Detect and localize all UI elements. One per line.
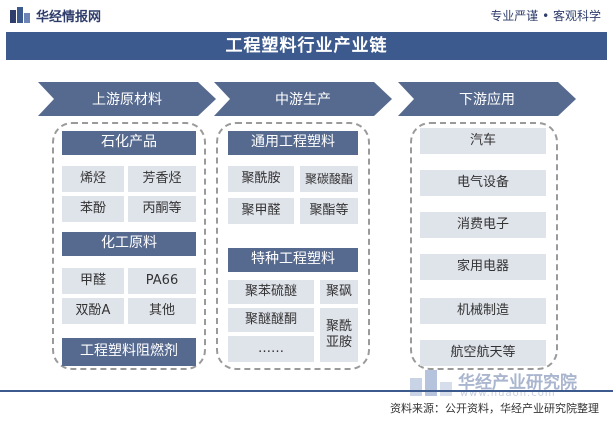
item-peek: 聚醚醚酮 [228, 308, 314, 332]
midstream-header: 中游生产 [214, 82, 392, 116]
item-others: 其他 [128, 298, 196, 324]
app-electrical-equipment: 电气设备 [420, 170, 546, 196]
brand-name: 华经情报网 [36, 10, 102, 25]
footer-divider [0, 390, 613, 392]
item-polysulfone: 聚砜 [320, 280, 358, 304]
group-special-plastics: 特种工程塑料 [228, 248, 358, 272]
app-machinery: 机械制造 [420, 298, 546, 324]
group-general-plastics: 通用工程塑料 [228, 131, 358, 155]
app-automobile: 汽车 [420, 128, 546, 154]
midstream-panel [216, 122, 370, 370]
watermark-brand: 华经产业研究院 [458, 373, 577, 393]
item-pps: 聚苯硫醚 [228, 280, 314, 304]
watermark-logo-icon [410, 368, 454, 400]
group-petrochemicals: 石化产品 [62, 131, 196, 155]
item-polycarbonate: 聚碳酸酯 [300, 166, 358, 192]
brand-logo[interactable]: 华经情报网 [10, 6, 101, 25]
group-flame-retardant: 工程塑料阻燃剂 [62, 338, 196, 366]
top-bar: 华经情报网 专业严谨 • 客观科学 [0, 0, 613, 30]
upstream-header: 上游原材料 [38, 82, 216, 116]
slogan: 专业严谨 • 客观科学 [490, 9, 601, 23]
upstream-header-label: 上游原材料 [92, 92, 162, 108]
item-pa66: PA66 [128, 268, 196, 294]
item-polyimide: 聚酰亚胺 [320, 308, 358, 362]
watermark-url: www.huaon.com [460, 388, 556, 399]
chevron-shape [38, 82, 216, 116]
group-chemical-materials: 化工原料 [62, 232, 196, 256]
item-phenol: 苯酚 [62, 196, 124, 222]
app-home-appliances: 家用电器 [420, 254, 546, 280]
logo-icon [10, 6, 30, 25]
downstream-header: 下游应用 [398, 82, 576, 116]
item-aromatics: 芳香烃 [128, 166, 196, 192]
source-note: 资料来源：公开资料，华经产业研究院整理 [390, 402, 599, 415]
chevron-shape [214, 82, 392, 116]
page-title: 工程塑料行业产业链 [6, 32, 607, 60]
app-aerospace: 航空航天等 [420, 340, 546, 366]
item-bisphenol-a: 双酚A [62, 298, 124, 324]
downstream-header-label: 下游应用 [459, 92, 515, 108]
item-polyamide: 聚酰胺 [228, 166, 294, 192]
item-acetone: 丙酮等 [128, 196, 196, 222]
app-consumer-electronics: 消费电子 [420, 212, 546, 238]
item-formaldehyde: 甲醛 [62, 268, 124, 294]
downstream-panel [410, 122, 558, 370]
chevron-shape [398, 82, 576, 116]
upstream-panel [52, 122, 206, 370]
midstream-header-label: 中游生产 [275, 92, 331, 108]
item-olefins: 烯烃 [62, 166, 124, 192]
item-polyester: 聚酯等 [300, 198, 358, 224]
item-polyoxymethylene: 聚甲醛 [228, 198, 294, 224]
item-more: …… [228, 336, 314, 362]
